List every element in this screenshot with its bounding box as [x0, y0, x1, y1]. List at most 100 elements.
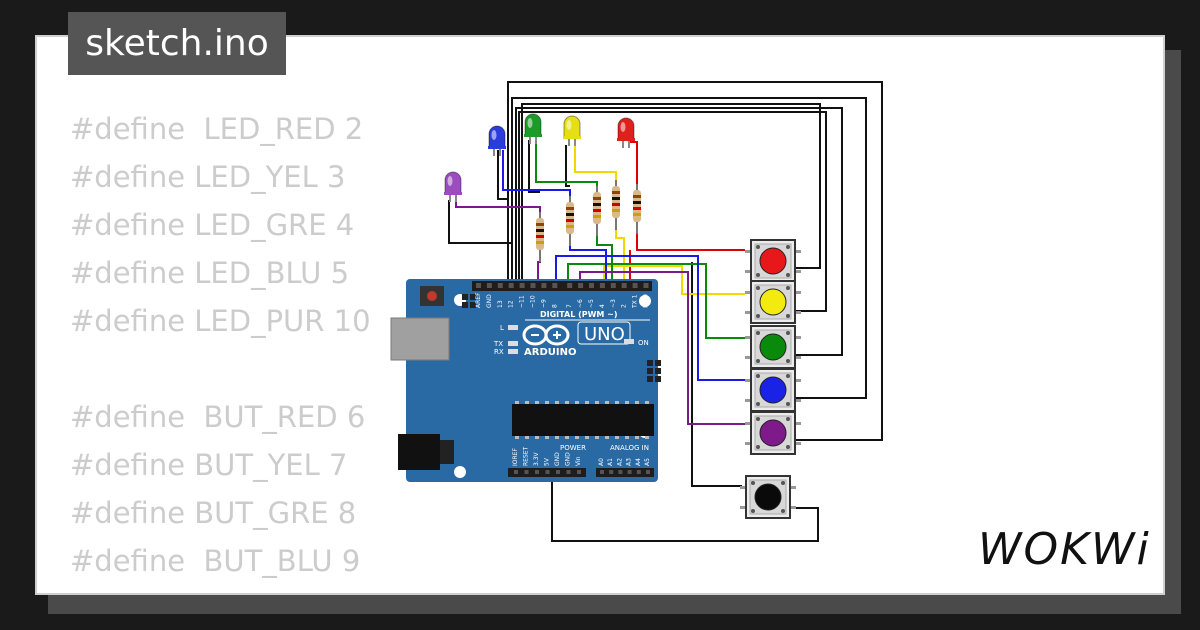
digital-header: [472, 281, 652, 291]
chip-pin: [515, 436, 519, 439]
digital-pin-label: GND: [486, 294, 493, 308]
chip-pin: [595, 401, 599, 404]
led-rx-label: RX: [494, 348, 504, 356]
power-label: POWER: [560, 444, 586, 452]
digital-pin-label: AREF: [475, 292, 482, 308]
code-line: #define LED_PUR 10: [70, 304, 371, 338]
led-on-label: ON: [638, 339, 649, 347]
header-pin[interactable]: [610, 283, 616, 288]
header-pin[interactable]: [486, 283, 492, 288]
header-pin[interactable]: [545, 470, 550, 474]
digital-pin-label: ~11: [519, 295, 526, 308]
chip-pin: [605, 401, 609, 404]
microcontroller-chip: [512, 404, 654, 436]
led-tx-label: TX: [493, 340, 503, 348]
chip-pin: [565, 436, 569, 439]
header-pin[interactable]: [589, 283, 594, 288]
led-yellow[interactable]: [563, 115, 581, 146]
led-green[interactable]: [524, 113, 542, 144]
header-pin[interactable]: [514, 470, 518, 474]
header-pin[interactable]: [519, 283, 525, 288]
header-pin[interactable]: [643, 283, 649, 288]
header-pin[interactable]: [508, 283, 514, 288]
chip-pin: [615, 436, 619, 439]
digital-pin-label: ~9: [540, 299, 547, 308]
wire-black: [551, 475, 819, 542]
arduino-logo: [522, 324, 570, 346]
chip-pin: [535, 401, 539, 404]
button-red[interactable]: [745, 239, 801, 283]
digital-pin-label: ~10: [530, 295, 537, 308]
header-pin[interactable]: [609, 470, 614, 474]
push-buttons: [740, 239, 801, 519]
board-model: UNO: [584, 324, 625, 345]
wire-black: [518, 111, 827, 312]
header-pin[interactable]: [636, 470, 641, 474]
header-pin[interactable]: [556, 470, 560, 474]
button-green[interactable]: [745, 325, 801, 369]
wire-black: [691, 262, 742, 487]
header-pin[interactable]: [646, 470, 650, 474]
digital-label: DIGITAL (PWM ~): [540, 310, 618, 319]
resistor[interactable]: [612, 180, 620, 230]
code-line: #define BUT_RED 6: [70, 400, 366, 434]
code-line: #define BUT_BLU 9: [70, 544, 361, 578]
header-pin[interactable]: [577, 470, 581, 474]
chip-pin: [645, 401, 649, 404]
header-pin[interactable]: [552, 283, 558, 288]
mount-hole: [639, 295, 651, 307]
header-pin[interactable]: [567, 283, 573, 288]
resistor[interactable]: [566, 196, 574, 246]
header-pin[interactable]: [541, 283, 547, 288]
code-line: #define BUT_PUR 10: [70, 585, 382, 593]
led-purple[interactable]: [444, 171, 462, 202]
header-pin[interactable]: [618, 470, 623, 474]
chip-pin: [605, 436, 609, 439]
led-l-label: L: [500, 324, 504, 332]
header-pin[interactable]: [535, 470, 539, 474]
button-black[interactable]: [740, 475, 796, 519]
header-pin[interactable]: [599, 283, 605, 288]
code-line: #define LED_YEL 3: [70, 160, 346, 194]
button-purple[interactable]: [745, 411, 801, 455]
wire-black: [528, 140, 540, 193]
header-pin[interactable]: [566, 470, 571, 474]
wire-yellow: [603, 265, 745, 295]
resistor[interactable]: [593, 186, 601, 236]
header-pin[interactable]: [632, 283, 638, 288]
digital-pin-label: ~6: [577, 299, 584, 308]
wire-black: [497, 150, 508, 200]
code-listing: #define LED_RED 2#define LED_YEL 3#defin…: [70, 105, 382, 593]
chip-pin: [535, 436, 539, 439]
led-blue[interactable]: [488, 125, 506, 156]
code-line: #define BUT_GRE 8: [70, 496, 357, 530]
led-red[interactable]: [617, 117, 635, 148]
code-line: #define LED_GRE 4: [70, 208, 355, 242]
chip-pin: [545, 401, 549, 404]
header-pin[interactable]: [621, 283, 627, 288]
header-pin[interactable]: [627, 470, 632, 474]
header-pin[interactable]: [497, 283, 503, 288]
resistor[interactable]: [633, 184, 641, 234]
wire-yellow: [574, 142, 617, 186]
header-pin[interactable]: [600, 470, 604, 474]
button-blue[interactable]: [745, 368, 801, 412]
digital-pin-label: TX 1: [632, 294, 639, 309]
power-pin-label: 3.3V: [533, 451, 540, 466]
header-pin[interactable]: [476, 283, 481, 288]
file-tab[interactable]: sketch.ino: [68, 12, 286, 75]
resistor[interactable]: [536, 212, 544, 262]
button-yellow[interactable]: [745, 280, 801, 324]
header-pin[interactable]: [530, 283, 536, 288]
analog-pin-label: A4: [635, 458, 642, 466]
board-brand: ARDUINO: [524, 347, 576, 358]
wire-red: [636, 228, 745, 251]
chip-pin: [645, 436, 649, 439]
header-pin[interactable]: [578, 283, 584, 288]
header-pin[interactable]: [524, 470, 529, 474]
analog-pin-label: A0: [598, 458, 605, 466]
power-jack: [398, 434, 440, 470]
digital-pin-label: 8: [551, 304, 558, 308]
digital-pin-label: 12: [508, 300, 515, 308]
